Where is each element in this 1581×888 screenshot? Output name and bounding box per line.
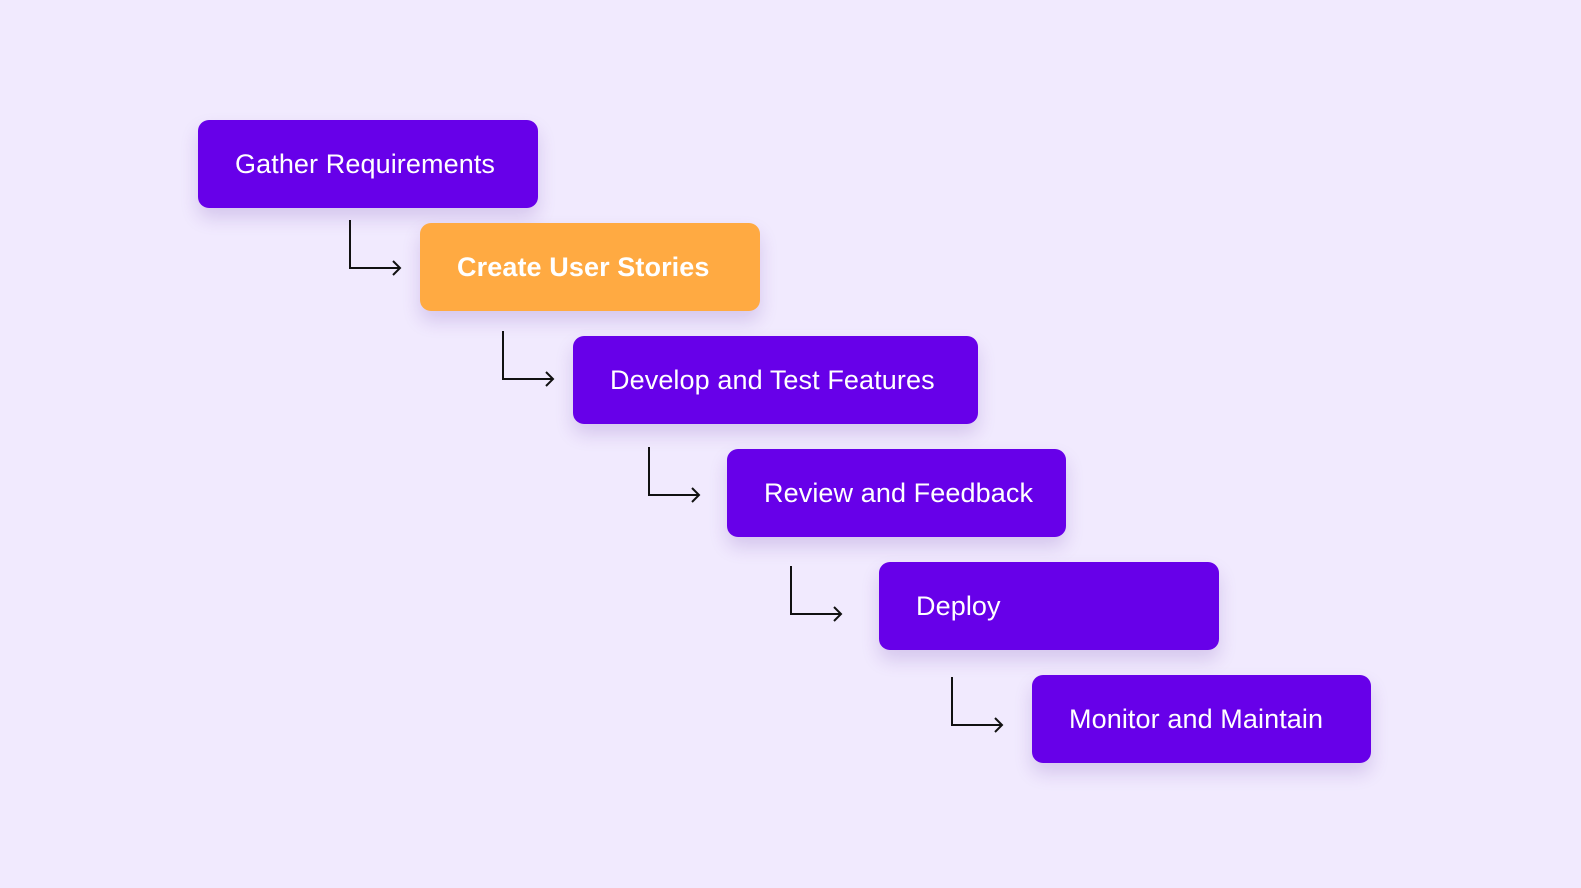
connector-arrow-icon bbox=[790, 566, 843, 622]
step-label: Create User Stories bbox=[457, 251, 710, 282]
step-create-user-stories: Create User Stories bbox=[420, 223, 760, 311]
step-monitor-and-maintain: Monitor and Maintain bbox=[1032, 675, 1371, 763]
step-review-and-feedback: Review and Feedback bbox=[727, 449, 1066, 537]
step-gather-requirements: Gather Requirements bbox=[198, 120, 538, 208]
connector-arrow-icon bbox=[502, 331, 555, 387]
step-label: Develop and Test Features bbox=[610, 364, 935, 395]
connector-arrow-icon bbox=[648, 447, 701, 503]
step-label: Review and Feedback bbox=[764, 477, 1034, 508]
step-develop-and-test-features: Develop and Test Features bbox=[573, 336, 978, 424]
connector-arrow-icon bbox=[349, 220, 402, 276]
connector-arrow-icon bbox=[951, 677, 1004, 733]
step-label: Monitor and Maintain bbox=[1069, 703, 1324, 734]
step-label: Deploy bbox=[916, 590, 1001, 621]
step-deploy: Deploy bbox=[879, 562, 1219, 650]
step-label: Gather Requirements bbox=[235, 148, 496, 179]
